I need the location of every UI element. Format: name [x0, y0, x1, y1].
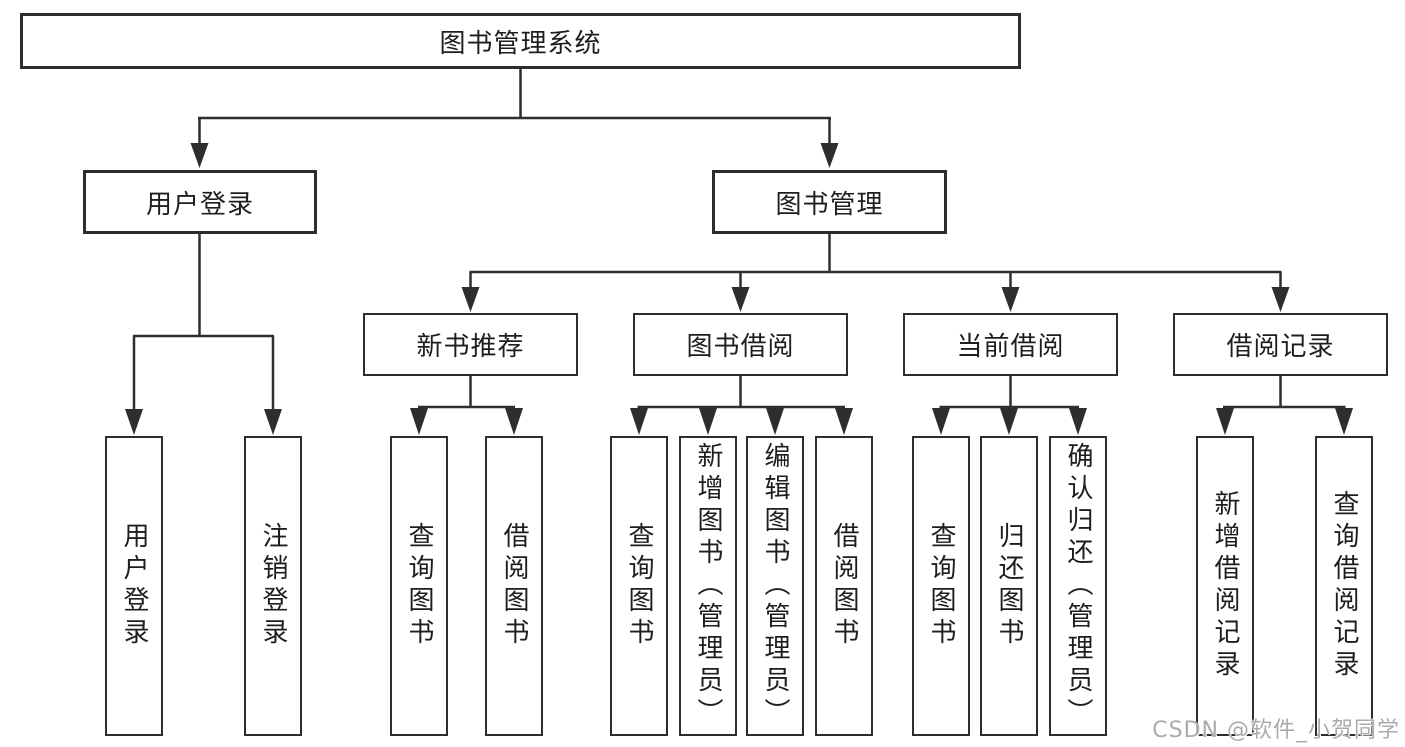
leaf-label: 查询图书 [624, 522, 654, 650]
node-label: 新书推荐 [416, 332, 525, 362]
leaf-user-login: 用户登录 [105, 436, 163, 736]
node-label: 图书管理 [775, 189, 884, 220]
leaf-label: 用户登录 [119, 522, 149, 650]
node-label: 图书管理系统 [439, 28, 602, 59]
watermark-text: CSDN @软件_小贺同学 [1152, 718, 1400, 743]
leaf-label: 新增借阅记录 [1210, 490, 1240, 682]
leaf-query-books-borrowing: 查询图书 [610, 436, 668, 736]
node-user-login: 用户登录 [83, 170, 317, 234]
node-current-borrowing: 当前借阅 [903, 313, 1118, 376]
node-label: 借阅记录 [1226, 332, 1335, 362]
leaf-add-books-admin: 新增图书（管理员） [679, 436, 737, 736]
leaf-query-books-recommend: 查询图书 [390, 436, 448, 736]
node-label: 用户登录 [145, 189, 254, 220]
node-label: 图书借阅 [686, 332, 795, 362]
node-new-book-recommend: 新书推荐 [363, 313, 578, 376]
node-book-borrowing: 图书借阅 [633, 313, 848, 376]
leaf-label: 借阅图书 [829, 522, 859, 650]
leaf-query-borrow-record: 查询借阅记录 [1315, 436, 1373, 736]
leaf-label: 确认归还（管理员） [1063, 442, 1093, 730]
node-library-management-system: 图书管理系统 [20, 13, 1021, 69]
leaf-logout: 注销登录 [244, 436, 302, 736]
connector-path [132, 69, 1346, 412]
node-book-management: 图书管理 [712, 170, 947, 234]
node-label: 当前借阅 [956, 332, 1065, 362]
leaf-label: 查询图书 [926, 522, 956, 650]
leaf-borrow-books: 借阅图书 [815, 436, 873, 736]
leaf-label: 借阅图书 [499, 522, 529, 650]
leaf-query-books-current: 查询图书 [912, 436, 970, 736]
leaf-add-borrow-record: 新增借阅记录 [1196, 436, 1254, 736]
node-borrowing-records: 借阅记录 [1173, 313, 1388, 376]
leaf-confirm-return-admin: 确认归还（管理员） [1049, 436, 1107, 736]
leaf-label: 归还图书 [994, 522, 1024, 650]
leaf-label: 查询图书 [404, 522, 434, 650]
leaf-return-books: 归还图书 [980, 436, 1038, 736]
leaf-label: 查询借阅记录 [1329, 490, 1359, 682]
leaf-label: 注销登录 [258, 522, 288, 650]
leaf-borrow-books-recommend: 借阅图书 [485, 436, 543, 736]
leaf-edit-books-admin: 编辑图书（管理员） [746, 436, 804, 736]
arrowheads [125, 143, 1353, 435]
leaf-label: 新增图书（管理员） [693, 442, 723, 730]
leaf-label: 编辑图书（管理员） [760, 442, 790, 730]
